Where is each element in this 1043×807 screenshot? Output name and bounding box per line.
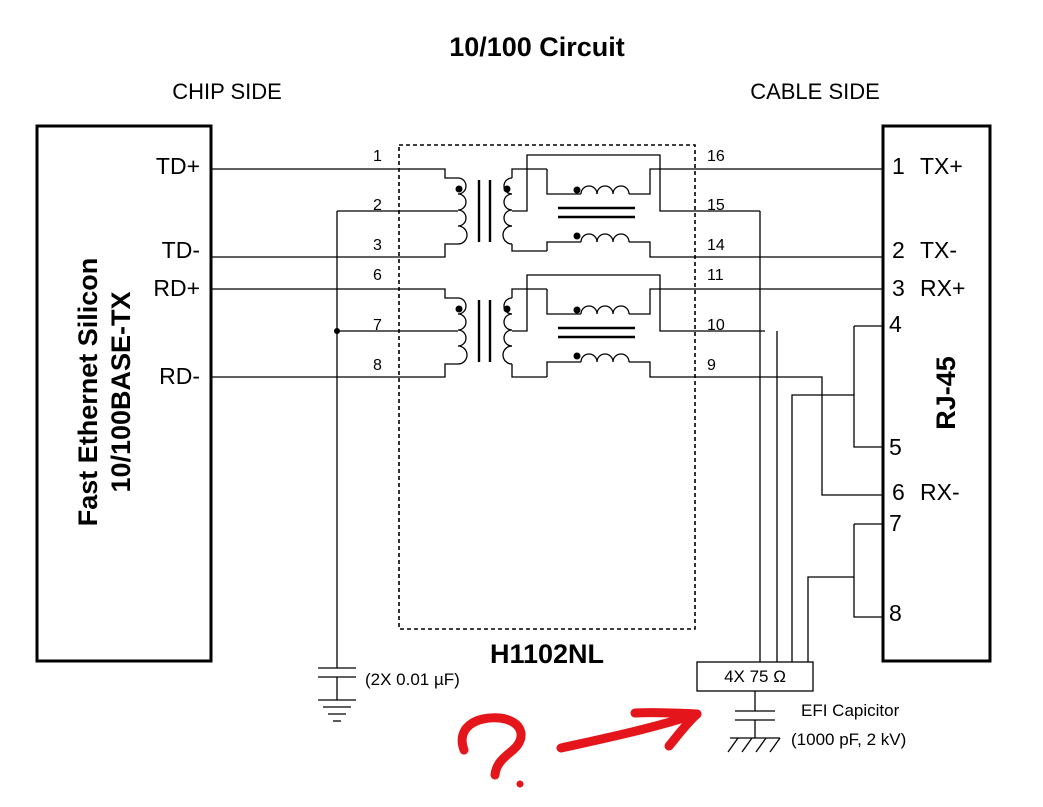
junction-dot bbox=[334, 328, 340, 334]
rj45-label: RJ-45 bbox=[931, 356, 961, 430]
module-name: H1102NL bbox=[490, 639, 604, 669]
module-pin-16: 16 bbox=[707, 148, 725, 165]
chip-name-line1: Fast Ethernet Silicon bbox=[73, 258, 103, 527]
chip-signal-rd-plus: RD+ bbox=[153, 275, 200, 301]
arrow-scribble bbox=[556, 709, 702, 753]
arrow-head-scribble bbox=[630, 708, 702, 751]
cable-side-label: CABLE SIDE bbox=[750, 79, 880, 104]
rj45-pin-2: 2 bbox=[892, 237, 905, 263]
chip-signal-td-minus: TD- bbox=[162, 237, 200, 263]
rj45-pin-4: 4 bbox=[889, 311, 902, 337]
question-mark-scribble bbox=[457, 713, 526, 780]
efi-label-line2: (1000 pF, 2 kV) bbox=[791, 730, 906, 749]
red-annotation bbox=[457, 708, 702, 788]
rj45-pin-1: 1 bbox=[892, 153, 905, 179]
rj45-signal-tx-minus: TX- bbox=[920, 237, 957, 263]
rj45-box bbox=[881, 124, 992, 663]
capacitor-note: (2X 0.01 µF) bbox=[365, 670, 460, 689]
chip-box bbox=[35, 124, 213, 663]
module-pin-3: 3 bbox=[373, 237, 382, 254]
rj45-signal-rx-plus: RX+ bbox=[920, 275, 965, 301]
module-pin-11: 11 bbox=[707, 267, 724, 284]
rj45-pin-5: 5 bbox=[889, 434, 902, 460]
chip-signal-td-plus: TD+ bbox=[156, 153, 200, 179]
rj45-pin-7: 7 bbox=[889, 510, 902, 536]
rj45-signal-tx-plus: TX+ bbox=[920, 153, 963, 179]
module-pin-6: 6 bbox=[373, 267, 382, 284]
resistor-label: 4X 75 Ω bbox=[724, 667, 786, 686]
termination-wires bbox=[759, 211, 883, 662]
module-pin-7: 7 bbox=[373, 317, 382, 334]
chip-signal-rd-minus: RD- bbox=[159, 363, 200, 389]
efi-label-line1: EFI Capicitor bbox=[801, 701, 900, 720]
rj45-pin-6: 6 bbox=[892, 479, 905, 505]
rj45-signal-rx-minus: RX- bbox=[920, 479, 960, 505]
module-pin-2: 2 bbox=[373, 197, 382, 214]
rj45-pin-3: 3 bbox=[892, 275, 905, 301]
chip-name-line2: 10/100BASE-TX bbox=[106, 291, 136, 492]
diagram-title: 10/100 Circuit bbox=[449, 32, 625, 62]
rj45-pin-8: 8 bbox=[889, 600, 902, 626]
chip-side-label: CHIP SIDE bbox=[172, 79, 282, 104]
chip-side-wires bbox=[211, 168, 458, 668]
module-pin-14: 14 bbox=[707, 237, 725, 254]
efi-capacitor bbox=[727, 691, 781, 753]
tx-transformer bbox=[455, 154, 883, 258]
rx-transformer bbox=[455, 274, 883, 496]
module-pin-1: 1 bbox=[373, 148, 382, 165]
module-pin-10: 10 bbox=[707, 317, 725, 334]
module-pin-numbers: 1 2 3 6 7 8 16 15 14 11 10 9 bbox=[373, 148, 725, 374]
question-mark-dot bbox=[516, 780, 524, 788]
module-pin-15: 15 bbox=[707, 197, 725, 214]
module-pin-8: 8 bbox=[373, 357, 382, 374]
rj45-pin-labels: 1 2 3 4 5 6 7 8 TX+ TX- RX+ RX- bbox=[889, 153, 965, 626]
centertap-capacitor bbox=[318, 667, 356, 722]
h1102nl-module-box bbox=[398, 144, 696, 630]
module-pin-9: 9 bbox=[707, 357, 716, 374]
resistor-network-box bbox=[696, 661, 814, 692]
